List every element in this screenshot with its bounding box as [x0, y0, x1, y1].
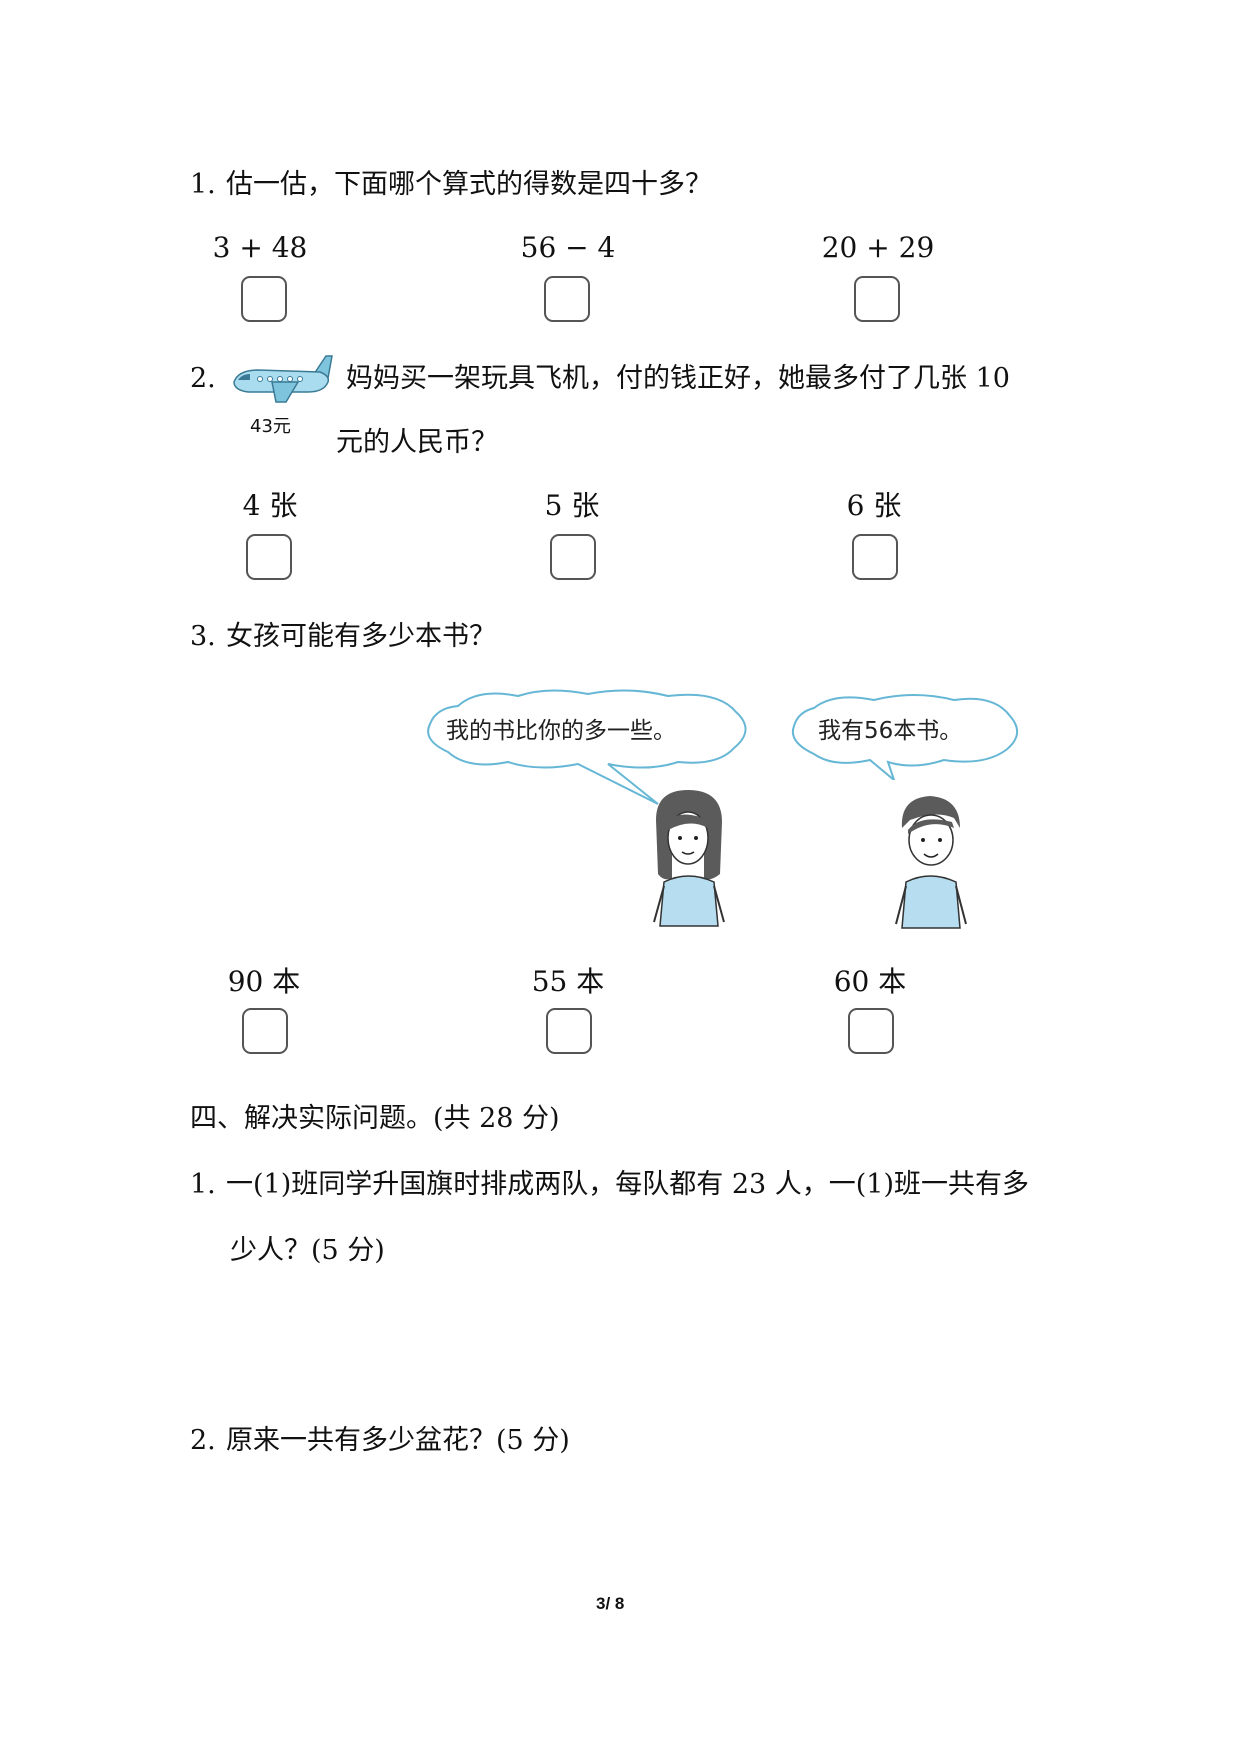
q2-option-c: 6 张	[846, 489, 902, 522]
q1-number: 1.	[190, 169, 216, 200]
girl-speech-bubble: 我的书比你的多一些。	[427, 689, 747, 805]
q2-option-b: 5 张	[544, 489, 600, 522]
problem2-number: 2.	[190, 1425, 216, 1456]
problem1-number: 1.	[190, 1169, 216, 1200]
q3-option-b: 55 本	[531, 965, 605, 998]
problem1-line2: 少人？(5 分)	[230, 1235, 385, 1266]
q1-option-b: 56 − 4	[520, 231, 616, 264]
boy-speech-text: 我有56本书。	[818, 718, 962, 744]
problem2-text: 原来一共有多少盆花？(5 分)	[226, 1425, 570, 1456]
q3-option-a: 90 本	[227, 965, 301, 998]
q2-text-line2: 元的人民币？	[336, 427, 498, 458]
q1-text: 估一估，下面哪个算式的得数是四十多？	[226, 169, 712, 200]
q1-option-a: 3 + 48	[212, 231, 308, 264]
q3-answer-box-c[interactable]	[848, 1008, 894, 1054]
q3-answer-box-b[interactable]	[546, 1008, 592, 1054]
q1-answer-box-b[interactable]	[544, 276, 590, 322]
q2-option-a: 4 张	[242, 489, 298, 522]
q1-option-c: 20 + 29	[821, 231, 935, 264]
section4-heading: 四、解决实际问题。(共 28 分)	[190, 1103, 560, 1134]
q1-answer-box-a[interactable]	[241, 276, 287, 322]
q3-text: 女孩可能有多少本书？	[226, 621, 496, 652]
boy-figure-icon	[895, 796, 967, 929]
q2-text-line1: 妈妈买一架玩具飞机，付的钱正好，她最多付了几张 10	[346, 363, 1010, 394]
q3-option-c: 60 本	[833, 965, 907, 998]
problem1-line1: 一(1)班同学升国旗时排成两队，每队都有 23 人，一(1)班一共有多	[226, 1169, 1030, 1200]
page-number: 3/ 8	[596, 1594, 625, 1613]
airplane-price-label: 43元	[250, 416, 291, 437]
toy-airplane-icon	[233, 355, 333, 403]
q2-answer-box-b[interactable]	[550, 534, 596, 580]
q3-number: 3.	[190, 621, 216, 652]
q2-number: 2.	[190, 363, 216, 394]
q3-answer-box-a[interactable]	[242, 1008, 288, 1054]
girl-speech-text: 我的书比你的多一些。	[446, 718, 676, 744]
girl-figure-icon	[653, 790, 725, 927]
q2-answer-box-a[interactable]	[246, 534, 292, 580]
q1-answer-box-c[interactable]	[854, 276, 900, 322]
q2-answer-box-c[interactable]	[852, 534, 898, 580]
boy-speech-bubble: 我有56本书。	[792, 694, 1018, 780]
